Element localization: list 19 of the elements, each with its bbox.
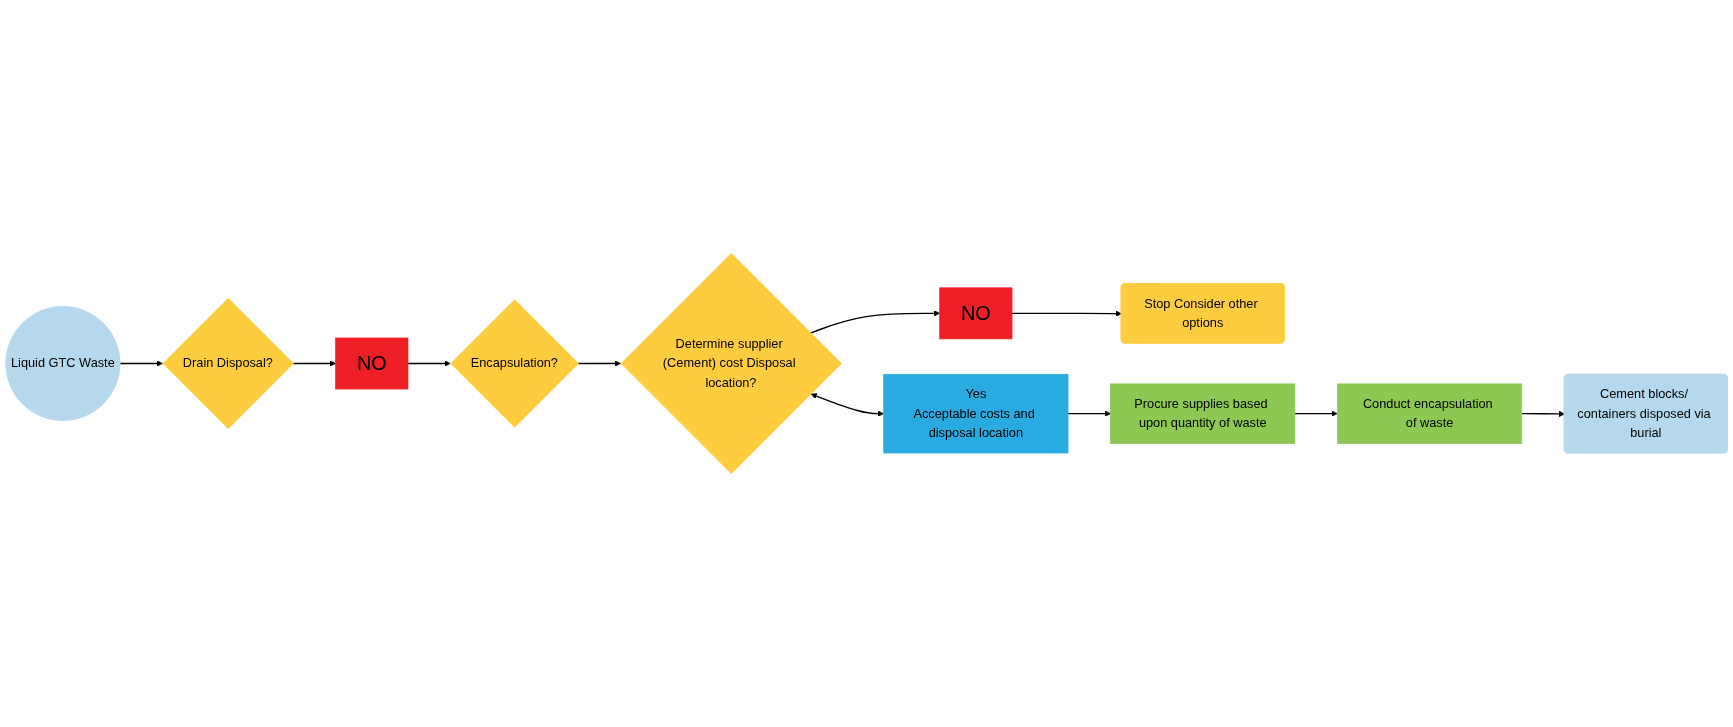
arrow [407,360,451,367]
node-diamond: Encapsulation? [450,299,579,428]
node-box: Procure supplies based upon quantity of waste [1110,383,1296,444]
arrow [810,393,884,417]
node-box: Yes Acceptable costs and disposal location [883,373,1069,454]
node-circle: Liquid GTC Waste [5,305,121,422]
arrow [292,360,336,367]
node-box: Conduct encapsulation of waste [1337,383,1523,444]
node-box: NO [939,287,1013,340]
arrow [119,360,163,367]
node-diamond: Drain Disposal? [162,297,294,430]
node-box: NO [335,337,409,390]
arrow [577,360,621,367]
arrow [810,310,940,334]
arrow [1011,310,1122,317]
arrow [1294,410,1338,417]
node-diamond: Determine supplier (Cement) cost Disposal location? [620,252,842,475]
arrow [1067,410,1111,417]
arrow [1521,410,1565,418]
